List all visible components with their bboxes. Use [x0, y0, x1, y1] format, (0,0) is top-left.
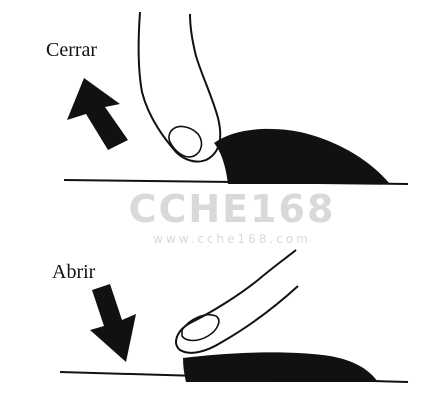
finger-top	[139, 12, 221, 162]
open-label: Abrir	[52, 262, 95, 282]
finger-bottom	[176, 250, 298, 353]
down-arrow-icon	[90, 284, 136, 362]
close-label: Cerrar	[46, 40, 97, 60]
close-panel	[64, 12, 408, 184]
nail-shape-top	[214, 129, 390, 184]
fingernail-top	[169, 127, 202, 157]
up-arrow-icon	[67, 78, 128, 150]
open-panel	[60, 250, 408, 382]
